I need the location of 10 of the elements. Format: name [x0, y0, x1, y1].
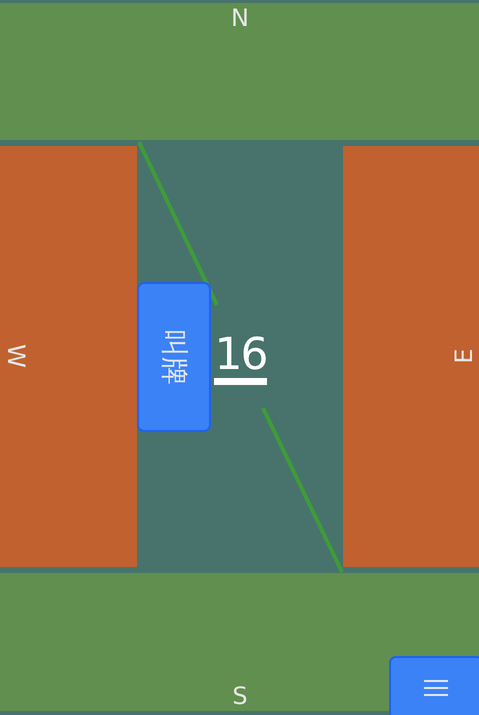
seat-label: W [2, 344, 30, 368]
bid-button: 叫牌 [137, 282, 211, 432]
north-seat-area [0, 3, 479, 140]
west-seat-area [0, 146, 137, 567]
seat-label: N [231, 4, 249, 32]
south-seat-area [0, 573, 479, 711]
bid-count: 16 [214, 332, 267, 385]
seat-label: E [450, 348, 478, 364]
east-seat-area [343, 146, 479, 567]
seat-label: S [232, 682, 248, 710]
